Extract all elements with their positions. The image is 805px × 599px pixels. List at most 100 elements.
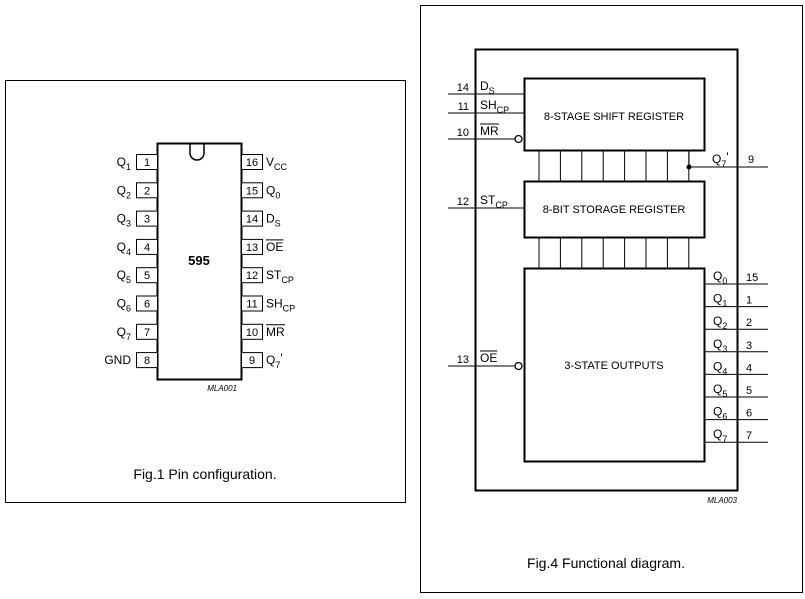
pin-2: 2 Q2 xyxy=(117,182,158,200)
input-pin-number: 13 xyxy=(457,354,469,366)
input-pin-number: 12 xyxy=(457,196,469,208)
shift-register-label: 8-STAGE SHIFT REGISTER xyxy=(544,111,684,123)
pin-number: 12 xyxy=(246,270,258,282)
pin-label: Q7' xyxy=(266,351,283,370)
output-pin-label: Q5 xyxy=(713,382,727,399)
pin-9: 9 Q7' xyxy=(241,351,283,370)
output-pin-label: Q7 xyxy=(713,427,727,444)
pin-label: Q4 xyxy=(117,240,131,257)
storage-register-block xyxy=(523,180,706,239)
pin-number: 15 xyxy=(246,185,258,197)
pin-box xyxy=(241,295,263,312)
pin-16: 16 VCC xyxy=(241,154,288,172)
output-pin-number: 15 xyxy=(746,272,758,284)
output-pin-label: Q4 xyxy=(713,359,727,376)
pin-number: 6 xyxy=(144,299,150,311)
ic-outline xyxy=(474,48,739,492)
pin-8: 8 GND xyxy=(104,352,158,369)
pin-number: 1 xyxy=(144,157,150,169)
shift-register-block xyxy=(523,77,706,152)
output-pin-6: Q6 6 xyxy=(704,405,768,422)
pin-box xyxy=(136,182,158,199)
pin-box xyxy=(136,352,158,369)
serial-out-label: Q7' xyxy=(712,150,729,169)
pin-number: 14 xyxy=(246,214,258,226)
output-pin-2: Q2 2 xyxy=(704,314,768,331)
chip-notch xyxy=(189,144,205,161)
output-pin-label: Q6 xyxy=(713,405,727,422)
output-pin-3: Q3 3 xyxy=(704,337,768,354)
output-pin-label: Q3 xyxy=(713,337,727,354)
input-pin-label: SHCP xyxy=(480,98,509,115)
fig1-code: MLA001 xyxy=(207,384,237,393)
pin-4: 4Q4 xyxy=(117,238,158,257)
input-pin-number: 10 xyxy=(457,127,469,139)
fig4-serial-output: Q7'9 xyxy=(686,150,768,170)
pin-box xyxy=(241,210,263,227)
pin-number: 16 xyxy=(246,157,258,169)
storage-register-label: 8-BIT STORAGE REGISTER xyxy=(543,204,686,216)
pin-number: 9 xyxy=(249,355,255,367)
input-pin-label: DS xyxy=(480,79,495,96)
chip-body xyxy=(156,142,243,381)
input-pin-13: 13 OE xyxy=(448,350,523,371)
input-pin-label: STCP xyxy=(480,193,508,210)
output-pin-label: Q2 xyxy=(713,314,727,331)
fig4-functional-diagram: 8-STAGE SHIFT REGISTER 8-BIT STORAGE REG… xyxy=(420,5,803,593)
pin-6: 6Q6 xyxy=(117,295,158,314)
input-pin-12: 12 STCP xyxy=(448,193,524,210)
pin-label: GND xyxy=(104,353,131,367)
pin-number: 13 xyxy=(246,242,258,254)
pin-1: 1Q1 xyxy=(117,154,158,172)
outputs-block-label: 3-STATE OUTPUTS xyxy=(564,360,663,372)
output-pin-number: 4 xyxy=(746,362,752,374)
output-pin-number: 3 xyxy=(746,340,752,352)
pin-number: 2 xyxy=(144,185,150,197)
parallel-bus-lines xyxy=(538,151,690,268)
output-pin-number: 2 xyxy=(746,317,752,329)
pin-7: 7Q7 xyxy=(117,323,158,342)
pin-label: Q2 xyxy=(117,183,131,200)
inversion-bubble xyxy=(514,134,523,144)
inversion-bubble xyxy=(514,361,523,371)
pin-13: 13 OE xyxy=(241,238,284,255)
pin-box xyxy=(241,182,263,199)
pin-label: VCC xyxy=(266,155,288,172)
output-pin-4: Q4 4 xyxy=(704,359,768,376)
input-pin-number: 11 xyxy=(458,101,469,113)
outputs-block xyxy=(523,267,706,463)
pin-label: MR xyxy=(266,325,285,339)
fig1-caption: Fig.1 Pin configuration. xyxy=(133,466,276,482)
pin-number: 5 xyxy=(144,270,150,282)
pin-number: 7 xyxy=(144,327,150,339)
pin-label: OE xyxy=(266,240,283,254)
pin-box xyxy=(241,238,263,255)
output-pin-number: 6 xyxy=(746,408,752,420)
pin-number: 3 xyxy=(144,214,150,226)
fig4-code: MLA003 xyxy=(707,496,737,505)
input-pin-11: 11 SHCP xyxy=(448,98,524,115)
pin-box xyxy=(136,323,158,340)
pin-box xyxy=(136,210,158,227)
pin-box xyxy=(241,154,263,170)
fig1-frame xyxy=(5,80,406,503)
fig4-caption: Fig.4 Functional diagram. xyxy=(527,555,685,571)
pin-number: 8 xyxy=(144,355,150,367)
pin-label: Q5 xyxy=(117,268,131,285)
pin-box xyxy=(136,154,158,170)
chip-name: 595 xyxy=(188,253,210,268)
output-pin-number: 1 xyxy=(746,295,752,307)
pin-box xyxy=(136,267,158,284)
pin-number: 11 xyxy=(246,299,257,311)
input-pin-label: OE xyxy=(480,351,497,365)
